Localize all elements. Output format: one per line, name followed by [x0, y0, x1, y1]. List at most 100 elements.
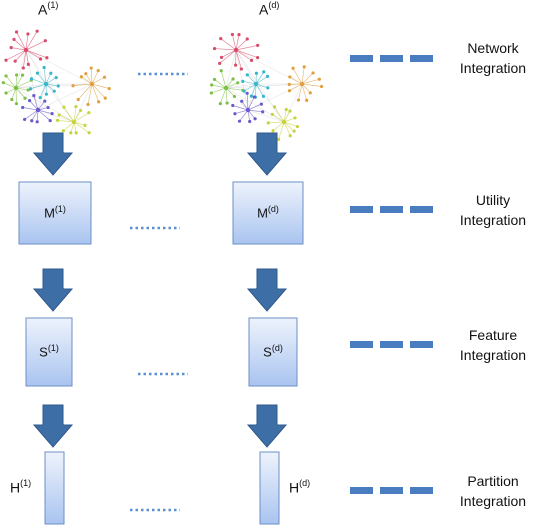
graph-edge — [37, 109, 51, 121]
graph-node — [288, 134, 292, 138]
graph-edge — [242, 80, 257, 85]
graph-node — [288, 75, 292, 79]
graph-node — [21, 105, 25, 110]
graph-node — [284, 107, 288, 112]
graph-node — [240, 99, 244, 103]
graph-edge — [272, 114, 285, 123]
graph-edge — [220, 87, 227, 104]
graph-node — [29, 77, 34, 81]
partition-label-1-base: H — [10, 479, 21, 496]
graph-edge — [15, 83, 47, 89]
network-label-1-sup: (1) — [47, 0, 59, 10]
graph-node — [259, 102, 263, 106]
graph-node — [237, 119, 242, 123]
graph-edge — [15, 83, 93, 89]
graph-node — [233, 112, 237, 116]
graph-edge — [211, 87, 227, 94]
down-arrow-icon — [32, 404, 74, 448]
graph-edge — [63, 106, 75, 123]
graph-edge — [283, 121, 295, 132]
graph-node — [35, 71, 40, 75]
graph-node — [15, 73, 19, 77]
graph-node — [248, 119, 252, 124]
graph-node — [46, 105, 50, 110]
graph-node — [26, 62, 30, 66]
graph-edge — [30, 83, 47, 90]
graph-edge — [15, 79, 32, 89]
graph-node — [288, 109, 292, 113]
graph-edge — [73, 110, 81, 123]
graph-edge — [43, 67, 47, 85]
graph-edge — [289, 76, 303, 85]
graph-edge — [25, 49, 93, 85]
graph-node — [12, 37, 16, 42]
stage-label-partition-line2: Integration — [459, 493, 527, 509]
graph-node — [230, 32, 234, 37]
graph-node — [74, 131, 78, 135]
utility-label-1: M(1) — [19, 204, 91, 220]
partition-label-1: H(1) — [10, 478, 31, 496]
utility-label-1-base: M — [44, 205, 55, 221]
graph-node — [78, 108, 83, 113]
graph-node — [319, 84, 324, 89]
graph-node — [50, 112, 54, 116]
graph-edge — [283, 83, 303, 123]
graph-node — [54, 75, 58, 80]
graph-edge — [255, 76, 268, 85]
graph-edge — [235, 49, 252, 61]
graph-node — [249, 58, 254, 62]
graph-edge — [235, 49, 303, 85]
graph-node — [4, 91, 8, 95]
graph-node — [256, 43, 260, 48]
graph-node — [295, 124, 300, 129]
graph-edge — [235, 34, 240, 51]
graph-node — [225, 101, 229, 105]
graph-edge — [91, 83, 106, 99]
graph-node — [4, 58, 8, 62]
graph-node — [270, 112, 274, 116]
graph-edge — [73, 106, 77, 123]
graph-node — [209, 91, 213, 95]
graph-node — [265, 74, 270, 79]
graph-node — [69, 131, 73, 135]
graph-edge — [25, 49, 29, 65]
graph-edge — [278, 121, 285, 140]
graph-node — [253, 117, 257, 121]
graph-node — [210, 83, 214, 87]
feature-label-d-sup: (d) — [271, 343, 283, 353]
graph-edge — [247, 96, 255, 111]
graph-edge — [225, 49, 237, 89]
graph-node — [61, 129, 65, 133]
graph-edge — [57, 120, 75, 123]
graph-edge — [5, 75, 17, 89]
graph-node — [71, 84, 75, 88]
partition-matrix-box-d — [259, 451, 280, 525]
down-arrow-icon — [32, 268, 74, 312]
graph-node — [43, 39, 47, 43]
stage-connector-network — [350, 55, 433, 62]
graph-edge — [37, 83, 47, 111]
graph-node — [86, 102, 90, 107]
network-label-d: A(d) — [259, 0, 280, 18]
graph-node — [292, 129, 296, 133]
graph-edge — [91, 76, 105, 85]
stage-label-utility: Utility Integration — [446, 190, 540, 230]
graph-edge — [255, 83, 285, 123]
graph-node — [23, 117, 27, 122]
graph-node — [262, 70, 266, 74]
graph-edge — [37, 83, 93, 111]
graph-node — [266, 86, 270, 90]
stage-connector-utility — [350, 206, 433, 213]
graph-node — [231, 103, 235, 108]
network-label-d-sup: (d) — [268, 0, 280, 10]
graph-edge — [225, 87, 243, 91]
graph-edge — [25, 33, 29, 51]
down-arrow-icon — [32, 132, 74, 176]
graph-node — [79, 75, 84, 79]
graph-edge — [235, 38, 248, 51]
graph-node — [21, 66, 25, 70]
graph-node — [231, 77, 235, 81]
graph-node — [38, 95, 42, 100]
stage-label-feature-line1: Feature — [468, 327, 518, 343]
